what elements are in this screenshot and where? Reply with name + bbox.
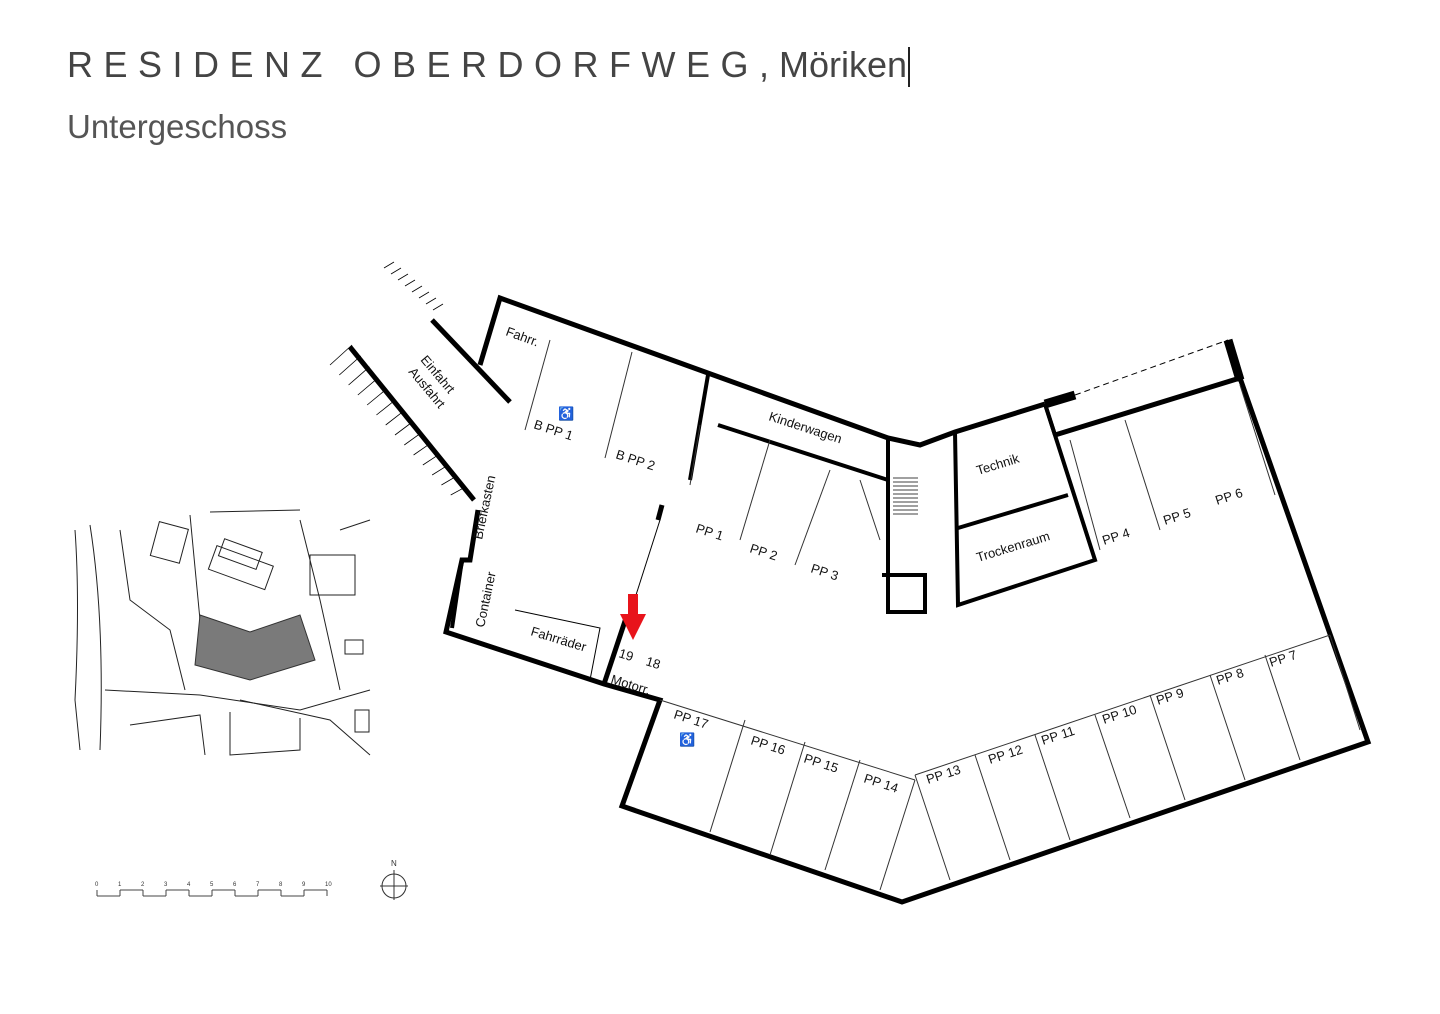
spot-pp14: PP 14	[862, 771, 900, 796]
parking-divider	[1149, 694, 1186, 801]
parking-divider	[974, 754, 1011, 861]
spot-pp3: PP 3	[809, 561, 840, 584]
scale-tick-label: 8	[279, 882, 283, 888]
room-label-fahrr: Fahrr.	[504, 324, 541, 350]
spot-pp13: PP 13	[924, 762, 962, 787]
title-location: , Möriken	[759, 44, 908, 85]
spot-pp6: PP 6	[1213, 485, 1244, 508]
scale-tick-label: 7	[256, 882, 260, 888]
ramp-hatch-line	[441, 475, 457, 486]
spot-pp12: PP 12	[986, 742, 1024, 767]
outer-walls	[443, 294, 1372, 905]
parking-divider	[769, 741, 806, 856]
spot-pp4: PP 4	[1100, 525, 1131, 548]
parking-divider	[524, 339, 551, 431]
parking-divider	[1264, 654, 1301, 761]
inner-walls	[450, 339, 1361, 891]
scale-tick-label: 3	[164, 882, 168, 888]
spot-pp1: PP 1	[694, 521, 725, 544]
ramp-hatch-line	[413, 443, 431, 456]
ramp-hatch-line	[394, 421, 414, 436]
parking-divider	[739, 439, 771, 541]
parking-divider	[659, 699, 916, 781]
scale-tick-label: 10	[325, 882, 332, 888]
ramp-hatch-line	[450, 486, 466, 496]
moto-spot-18: 18	[644, 654, 662, 673]
ramp	[329, 261, 512, 502]
stair-line	[432, 303, 444, 311]
scale-bar: 0 1 2 3 4 5 6 7 8 9 10	[95, 882, 332, 897]
wheelchair-icon: ♿	[679, 732, 695, 747]
parking-divider	[1239, 384, 1276, 496]
stair-line	[390, 267, 402, 275]
spot-pp8: PP 8	[1214, 665, 1245, 688]
ramp-hatch-line	[422, 453, 440, 466]
parking-divider	[1124, 419, 1161, 531]
scale-tick-label: 9	[302, 882, 306, 888]
scale-tick-label: 6	[233, 882, 237, 888]
moto-spot-19: 19	[617, 646, 635, 665]
scale-tick-label: 4	[187, 882, 191, 888]
spot-pp16: PP 16	[749, 733, 787, 758]
room-label-fahrraeder: Fahrräder	[529, 624, 589, 655]
location-marker-arrow	[620, 594, 646, 640]
floor-subtitle: Untergeschoss	[67, 108, 288, 145]
parking-divider	[914, 634, 1331, 776]
ramp-hatch-line	[376, 399, 396, 416]
parking-divider	[859, 479, 881, 541]
ramp-hatch-line	[348, 366, 370, 386]
stair-line	[404, 279, 416, 287]
ramp-hatch-line	[329, 344, 353, 366]
stair-line	[411, 285, 423, 293]
parking-divider	[914, 774, 951, 881]
scale-tick-label: 0	[95, 882, 99, 888]
ramp-hatch-line	[366, 388, 388, 406]
stair-line	[383, 261, 395, 269]
scale-tick-label: 5	[210, 882, 214, 888]
parking-divider	[1094, 714, 1131, 819]
ramp-hatch-line	[339, 355, 361, 376]
spot-pp17: PP 17	[672, 707, 710, 732]
title-project: RESIDENZ OBERDORFWEG	[67, 44, 760, 85]
ramp-hatch-line	[404, 432, 422, 446]
parking-divider	[604, 351, 633, 459]
parking-divider	[1034, 734, 1071, 841]
spot-pp11: PP 11	[1039, 723, 1076, 748]
room-label-briefkasten: Briefkasten	[470, 474, 498, 541]
room-label-container: Container	[472, 570, 499, 629]
stair-line	[418, 291, 430, 299]
spot-pp10: PP 10	[1100, 702, 1138, 727]
north-arrow-icon: N	[380, 859, 408, 900]
ramp-hatch-line	[431, 464, 449, 476]
spot-pp5: PP 5	[1161, 505, 1192, 528]
spot-bpp2: B PP 2	[614, 447, 657, 474]
ramp-hatch-line	[357, 377, 379, 396]
scale-tick-label: 2	[141, 882, 145, 888]
text-cursor	[908, 47, 910, 88]
stair-line	[425, 297, 437, 305]
spot-pp2: PP 2	[748, 541, 779, 564]
spot-pp9: PP 9	[1154, 685, 1185, 708]
scale-tick-label: 1	[118, 882, 122, 888]
room-label-kinderwagen: Kinderwagen	[767, 409, 844, 447]
parking-divider	[1209, 674, 1246, 781]
parking-divider	[794, 469, 831, 566]
room-label-trockenraum: Trockenraum	[974, 528, 1051, 565]
parking-divider	[689, 424, 701, 486]
room-label-technik: Technik	[974, 450, 1021, 477]
room-labels: Fahrr. Einfahrt Ausfahrt Briefkasten Con…	[406, 324, 1299, 796]
parking-divider	[1069, 439, 1101, 551]
parking-divider	[709, 719, 746, 833]
document-title: RESIDENZ OBERDORFWEG, Möriken	[67, 44, 910, 88]
ramp-hatch-line	[385, 410, 405, 426]
stair-line	[397, 273, 409, 281]
spot-pp7: PP 7	[1267, 647, 1298, 670]
wheelchair-icon: ♿	[558, 406, 574, 421]
parking-divider	[879, 779, 916, 891]
parking-divider	[824, 759, 861, 871]
compass-label: N	[391, 859, 397, 868]
site-plan-map	[74, 509, 371, 756]
parking-divider	[1329, 634, 1361, 731]
